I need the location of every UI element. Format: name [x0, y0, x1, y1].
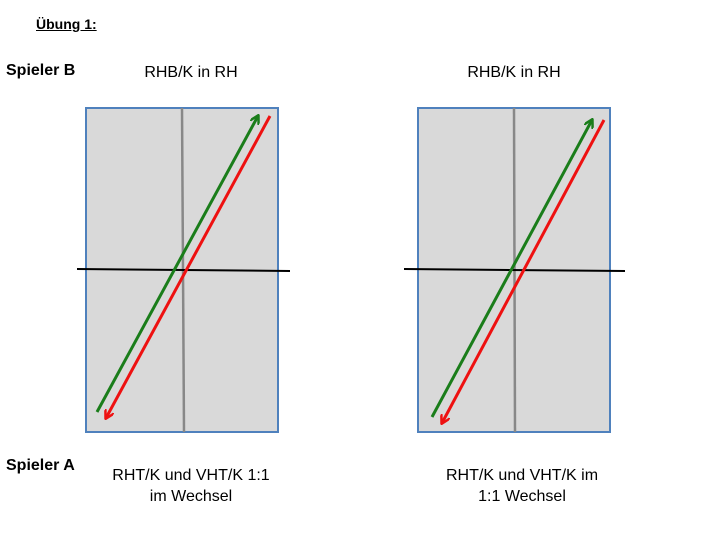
- diagram-2-top-label: RHB/K in RH: [467, 64, 561, 81]
- diagram-2-bottom-label: RHT/K und VHT/K im 1:1 Wechsel: [445, 467, 599, 505]
- net-2: [403, 268, 626, 272]
- diagram-1-top-label: RHB/K in RH: [144, 64, 238, 81]
- arrow-up-1: [95, 116, 258, 413]
- diagram-1: [76, 107, 291, 433]
- arrow-down-2: [442, 119, 606, 423]
- player-a-label: Spieler A: [6, 457, 75, 474]
- player-b-label: Spieler B: [6, 62, 76, 79]
- arrow-up-2: [430, 120, 592, 418]
- diagram-1-bottom-label: RHT/K und VHT/K 1:1 im Wechsel: [112, 467, 270, 505]
- arrow-down-1: [106, 115, 272, 418]
- exercise-title: Übung 1:: [36, 16, 97, 32]
- net-1: [76, 268, 291, 272]
- diagram-2: [403, 107, 626, 433]
